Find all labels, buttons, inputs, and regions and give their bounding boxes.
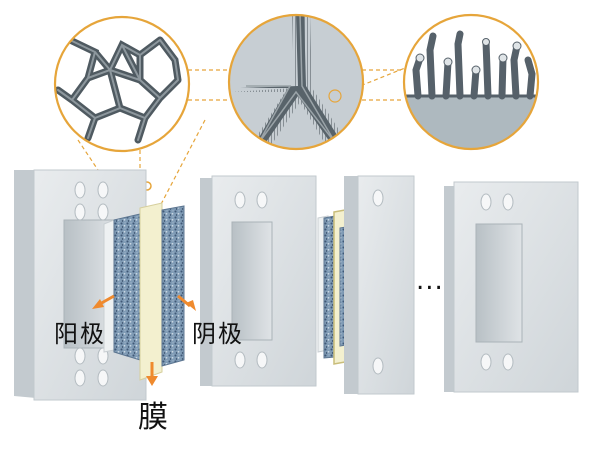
inset-porous-network — [53, 15, 191, 153]
coated-branch-junction-icon — [232, 15, 352, 149]
callout-ring-1 — [53, 15, 191, 153]
pointer-arrows — [92, 294, 196, 386]
cathode-electrode — [161, 205, 185, 367]
end-plate-right — [444, 181, 579, 393]
inset-branch-junction — [227, 13, 365, 151]
continuation-dots: ... — [416, 266, 444, 296]
porous-3d-network-icon — [55, 36, 182, 144]
anode-electrode — [113, 213, 141, 361]
zoom-marker — [328, 89, 342, 103]
bipolar-plate-1 — [200, 175, 317, 387]
plate-holes — [234, 191, 268, 369]
anode-label: 阳极 — [54, 320, 106, 348]
membrane-label: 膜 — [138, 400, 168, 435]
cathode-label: 阴极 — [192, 320, 244, 348]
callout-ring-2 — [227, 13, 365, 151]
bipolar-plate-2 — [344, 175, 415, 395]
inset-nanorod-array — [402, 13, 540, 151]
membrane-sheet — [139, 202, 163, 381]
plate-holes — [372, 189, 384, 375]
plate-holes — [74, 181, 109, 387]
plate-holes — [480, 193, 514, 371]
end-plate-left — [14, 169, 147, 401]
callout-ring-3 — [402, 13, 540, 151]
